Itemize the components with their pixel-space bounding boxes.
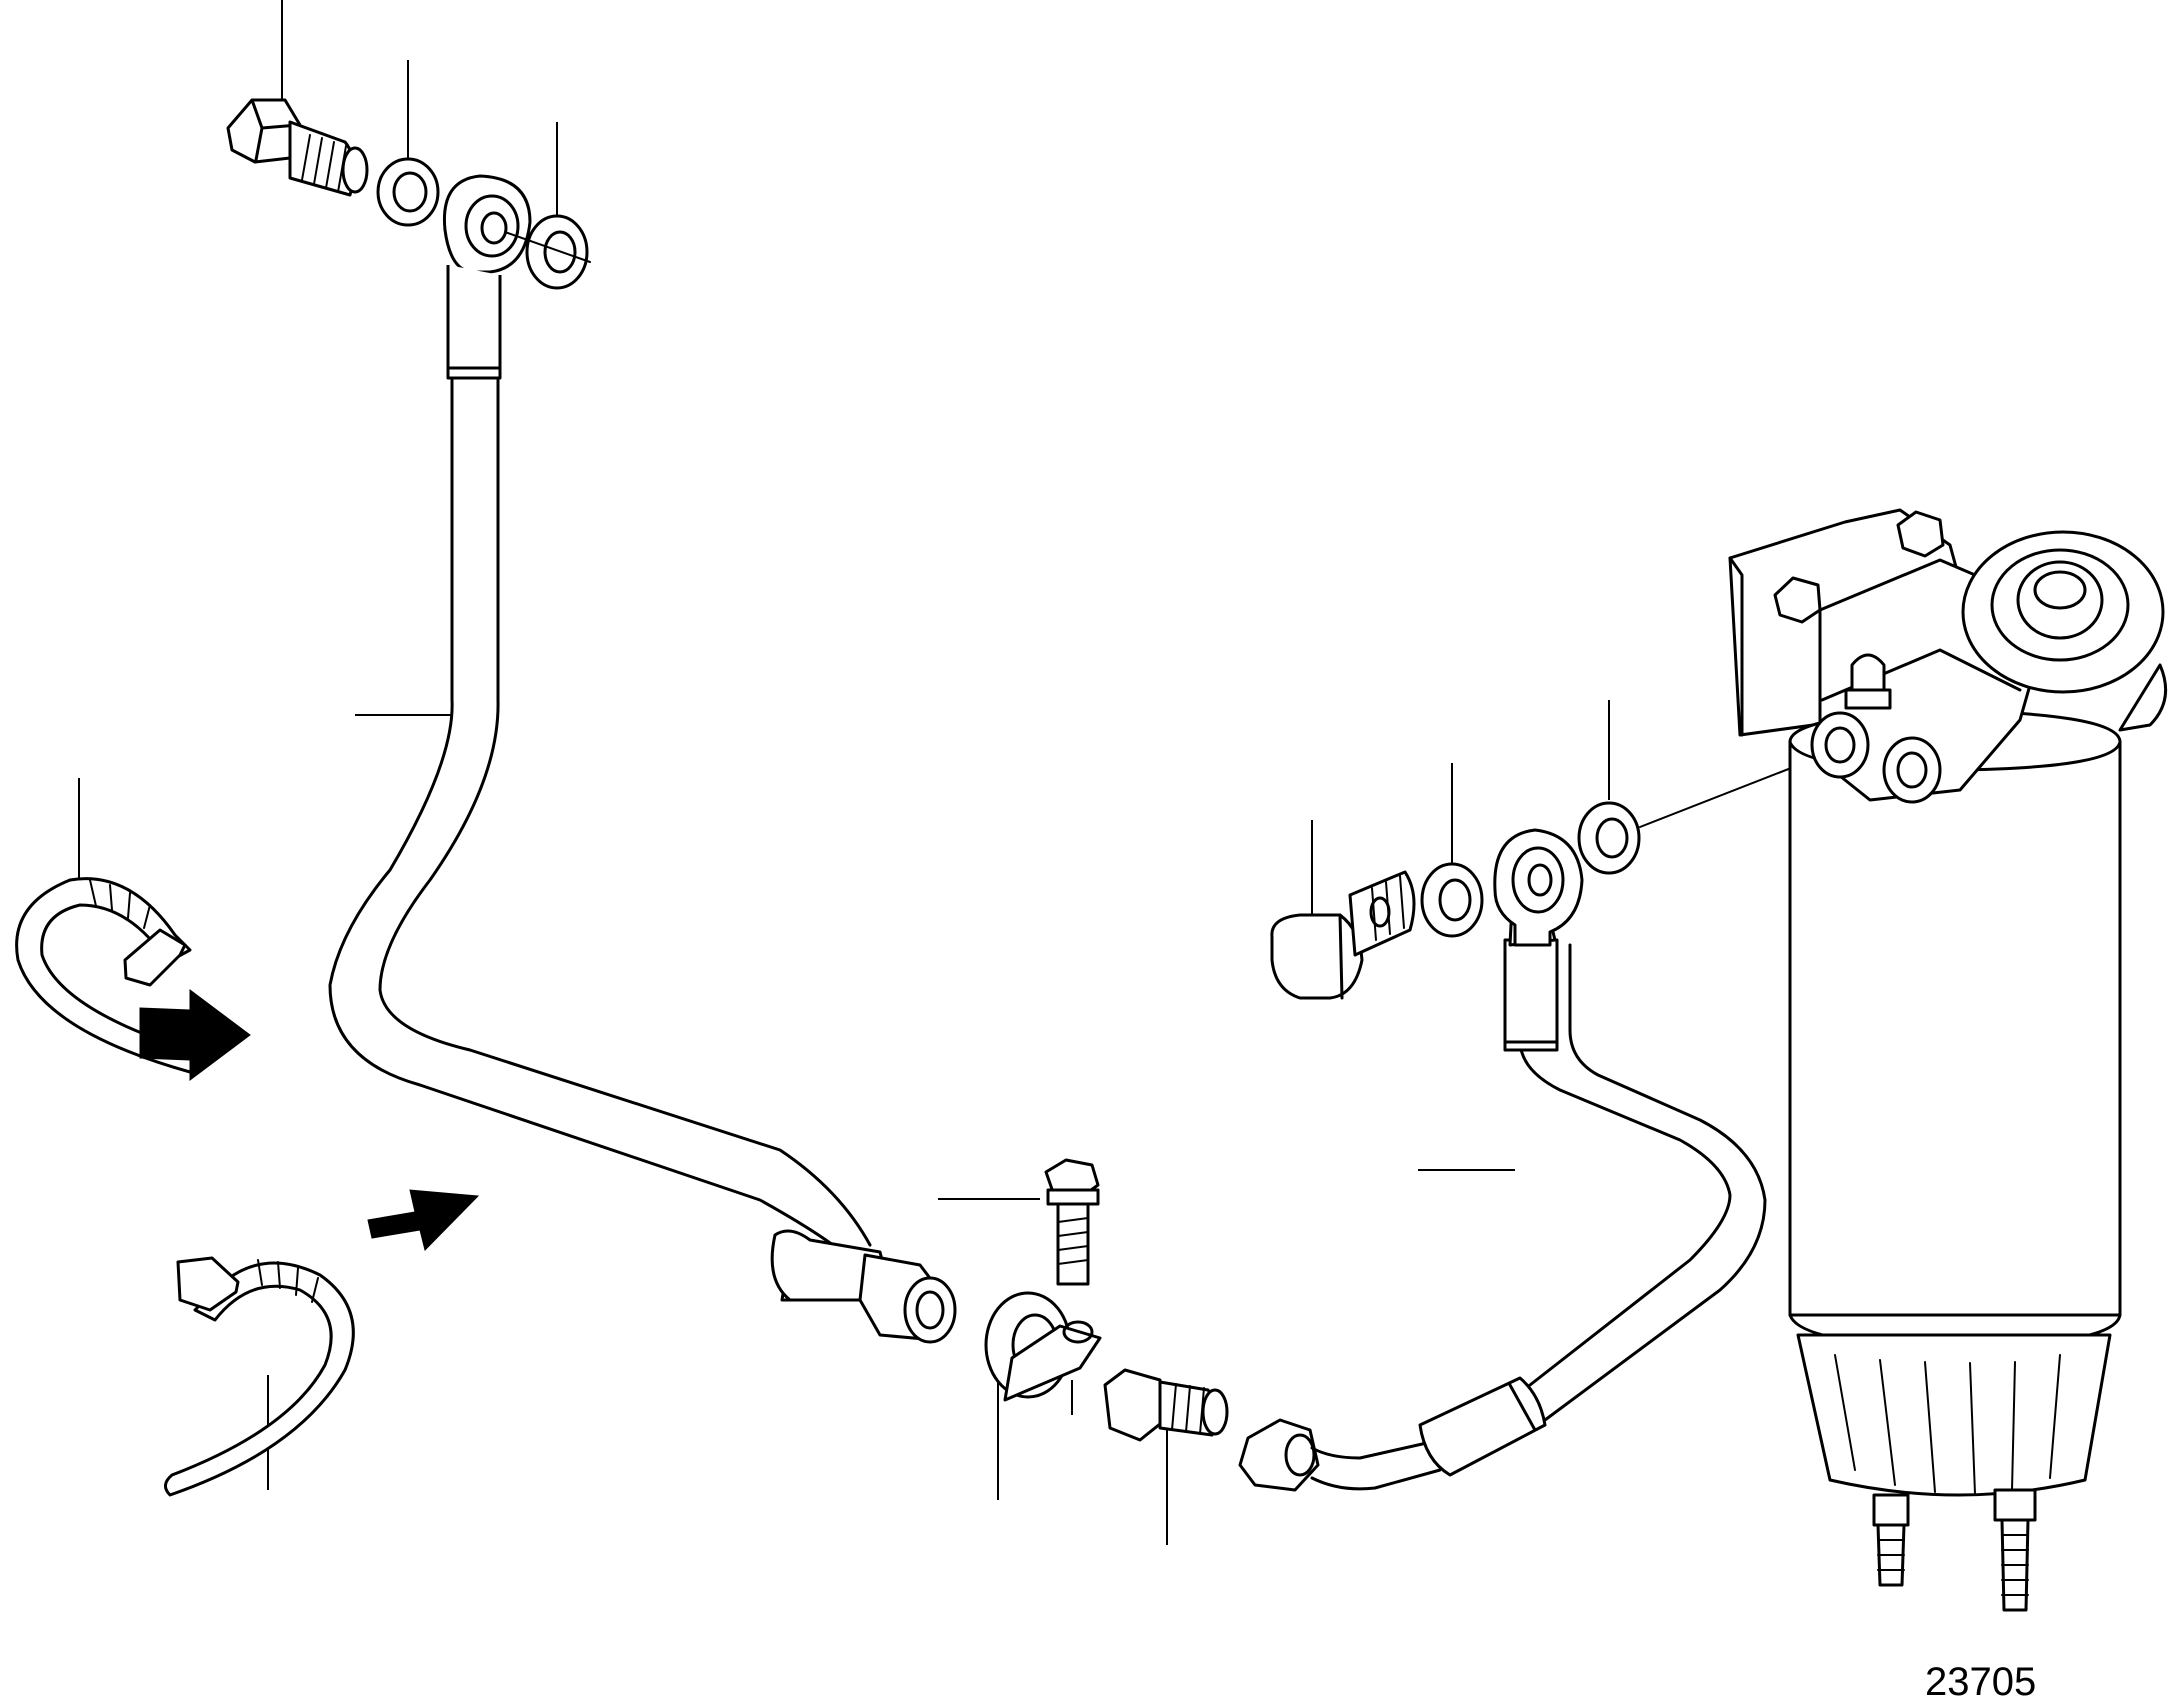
top-banjo-eye: [442, 174, 532, 274]
cable-tie-upper: [15, 877, 199, 1074]
union-connector: [1103, 1368, 1229, 1442]
right-banjo-bolt: [1270, 870, 1416, 1000]
right-washer-2: [1577, 801, 1641, 875]
upper-hose: [328, 265, 957, 1344]
cable-tie-lower: [164, 1256, 355, 1497]
clamp-bolt: [1044, 1158, 1100, 1286]
top-washer-1: [376, 157, 440, 227]
arrow-right-icon-upper: [139, 989, 251, 1081]
top-washer-2: [504, 214, 591, 290]
fuel-filter: [1728, 508, 2168, 1612]
hose-clamp: [984, 1291, 1102, 1402]
right-banjo-eye: [1493, 828, 1584, 947]
arrow-right-icon-lower: [367, 1189, 480, 1251]
figure-number: 23705: [1925, 1660, 2036, 1699]
top-banjo-bolt: [226, 98, 369, 197]
right-washer-1: [1420, 862, 1484, 938]
